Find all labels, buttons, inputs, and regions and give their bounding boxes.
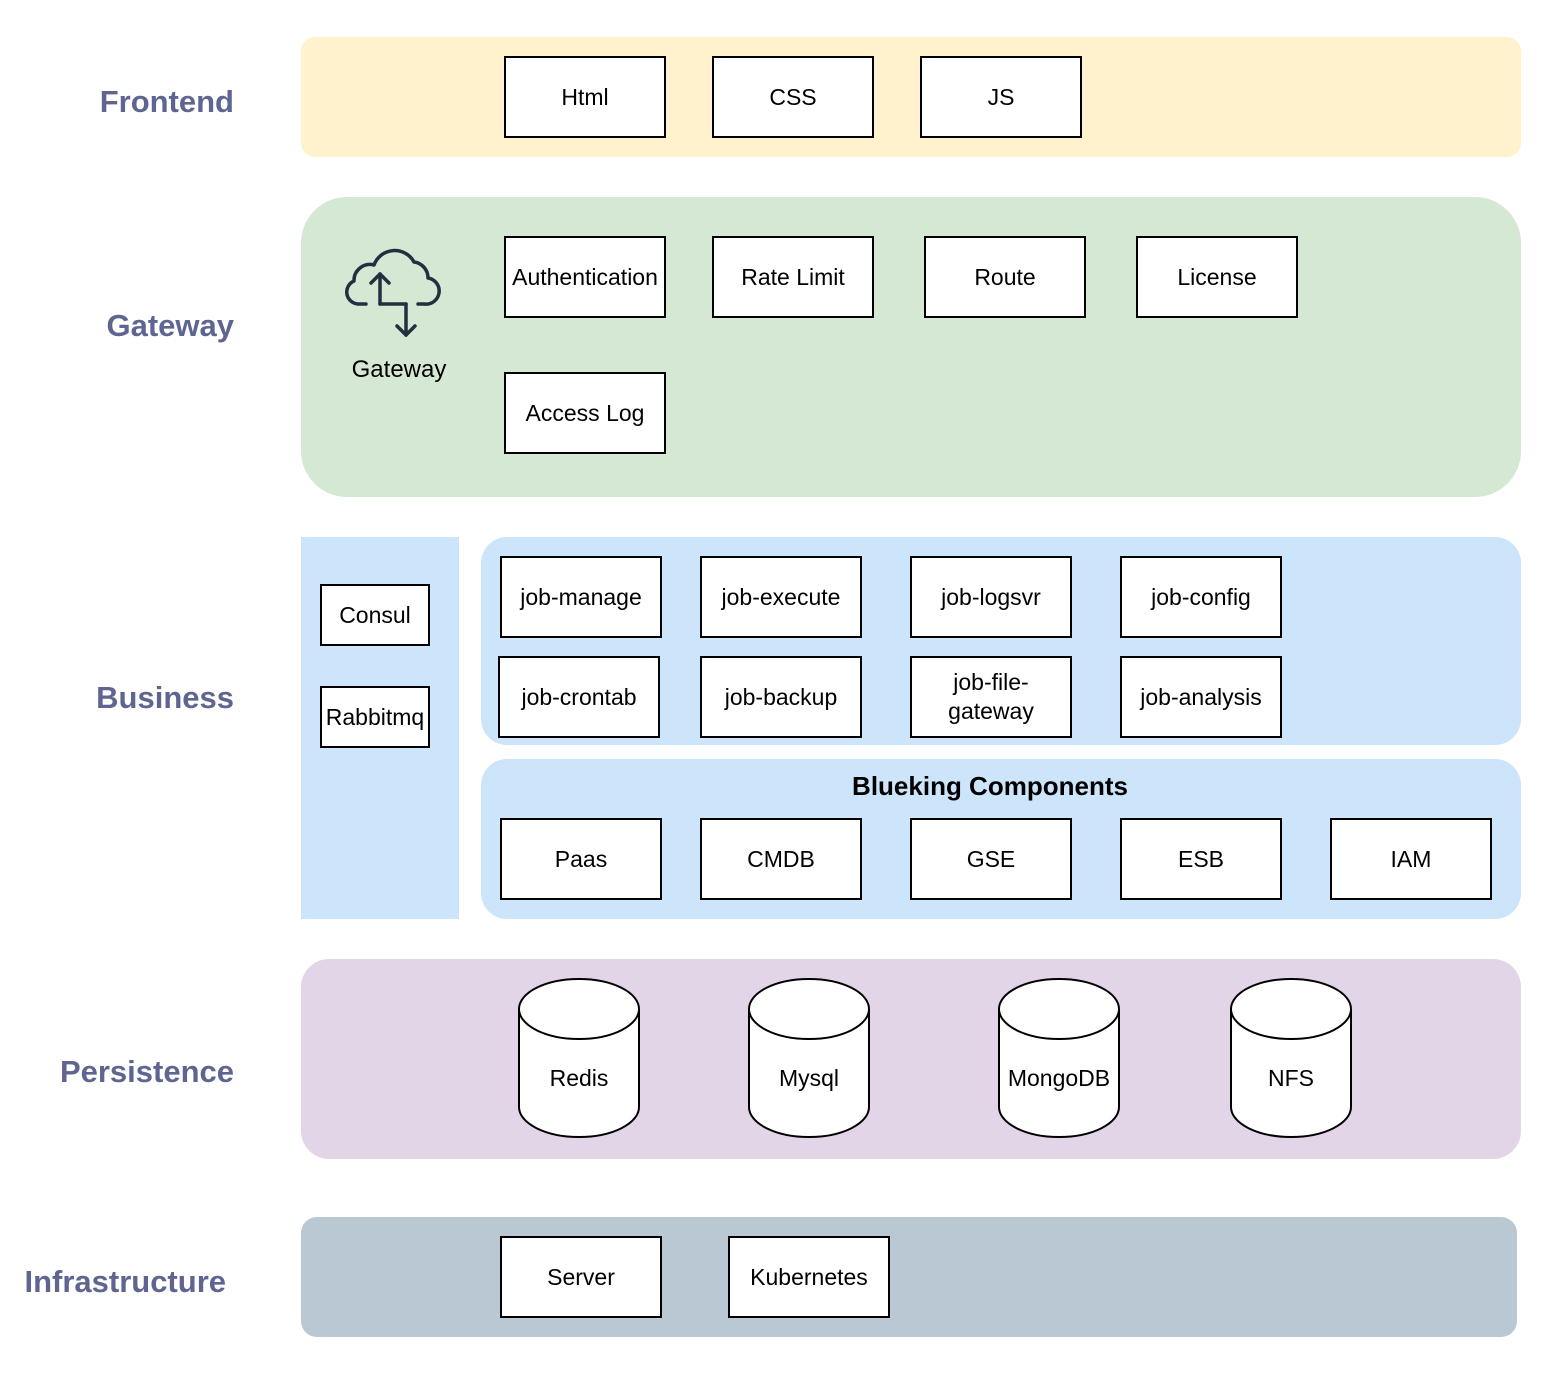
blueking-title: Blueking Components bbox=[852, 771, 1128, 801]
frontend-item-css: CSS bbox=[712, 56, 874, 138]
gateway-item-route: Route bbox=[924, 236, 1086, 318]
layer-label-frontend: Frontend bbox=[99, 84, 234, 119]
layer-label-infrastructure: Infrastructure bbox=[24, 1264, 226, 1299]
blueking-item-esb: ESB bbox=[1120, 818, 1282, 900]
blueking-item-paas: Paas bbox=[500, 818, 662, 900]
job-manage-box: job-manage bbox=[500, 556, 662, 638]
gateway-panel bbox=[301, 197, 1521, 497]
layer-label-persistence: Persistence bbox=[59, 1054, 234, 1089]
cloud-upload-download-icon bbox=[344, 248, 442, 342]
gateway-item-rate-limit: Rate Limit bbox=[712, 236, 874, 318]
blueking-item-gse: GSE bbox=[910, 818, 1072, 900]
business-middleware-rabbitmq: Rabbitmq bbox=[320, 686, 430, 748]
infrastructure-item-server: Server bbox=[500, 1236, 662, 1318]
blueking-item-cmdb: CMDB bbox=[700, 818, 862, 900]
database-redis: Redis bbox=[517, 977, 641, 1139]
job-backup-box: job-backup bbox=[700, 656, 862, 738]
layer-label-gateway: Gateway bbox=[106, 308, 234, 343]
infrastructure-item-kubernetes: Kubernetes bbox=[728, 1236, 890, 1318]
gateway-item-access-log: Access Log bbox=[504, 372, 666, 454]
database-mongodb-label: MongoDB bbox=[1007, 1065, 1111, 1091]
frontend-item-js: JS bbox=[920, 56, 1082, 138]
business-middleware-consul: Consul bbox=[320, 584, 430, 646]
job-logsvr-box: job-logsvr bbox=[910, 556, 1072, 638]
database-redis-label: Redis bbox=[549, 1065, 609, 1091]
frontend-panel bbox=[301, 37, 1521, 157]
gateway-icon-label: Gateway bbox=[351, 356, 447, 383]
job-file-gateway-box: job-file-gateway bbox=[910, 656, 1072, 738]
gateway-item-license: License bbox=[1136, 236, 1298, 318]
job-config-box: job-config bbox=[1120, 556, 1282, 638]
gateway-item-authentication: Authentication bbox=[504, 236, 666, 318]
frontend-item-html: Html bbox=[504, 56, 666, 138]
job-analysis-box: job-analysis bbox=[1120, 656, 1282, 738]
layer-label-business: Business bbox=[96, 680, 234, 715]
database-mysql: Mysql bbox=[747, 977, 871, 1139]
infrastructure-panel bbox=[301, 1217, 1517, 1337]
database-nfs-label: NFS bbox=[1268, 1065, 1314, 1091]
database-mongodb: MongoDB bbox=[997, 977, 1121, 1139]
job-execute-box: job-execute bbox=[700, 556, 862, 638]
database-mysql-label: Mysql bbox=[778, 1065, 840, 1091]
job-crontab-box: job-crontab bbox=[498, 656, 660, 738]
blueking-item-iam: IAM bbox=[1330, 818, 1492, 900]
database-nfs: NFS bbox=[1229, 977, 1353, 1139]
